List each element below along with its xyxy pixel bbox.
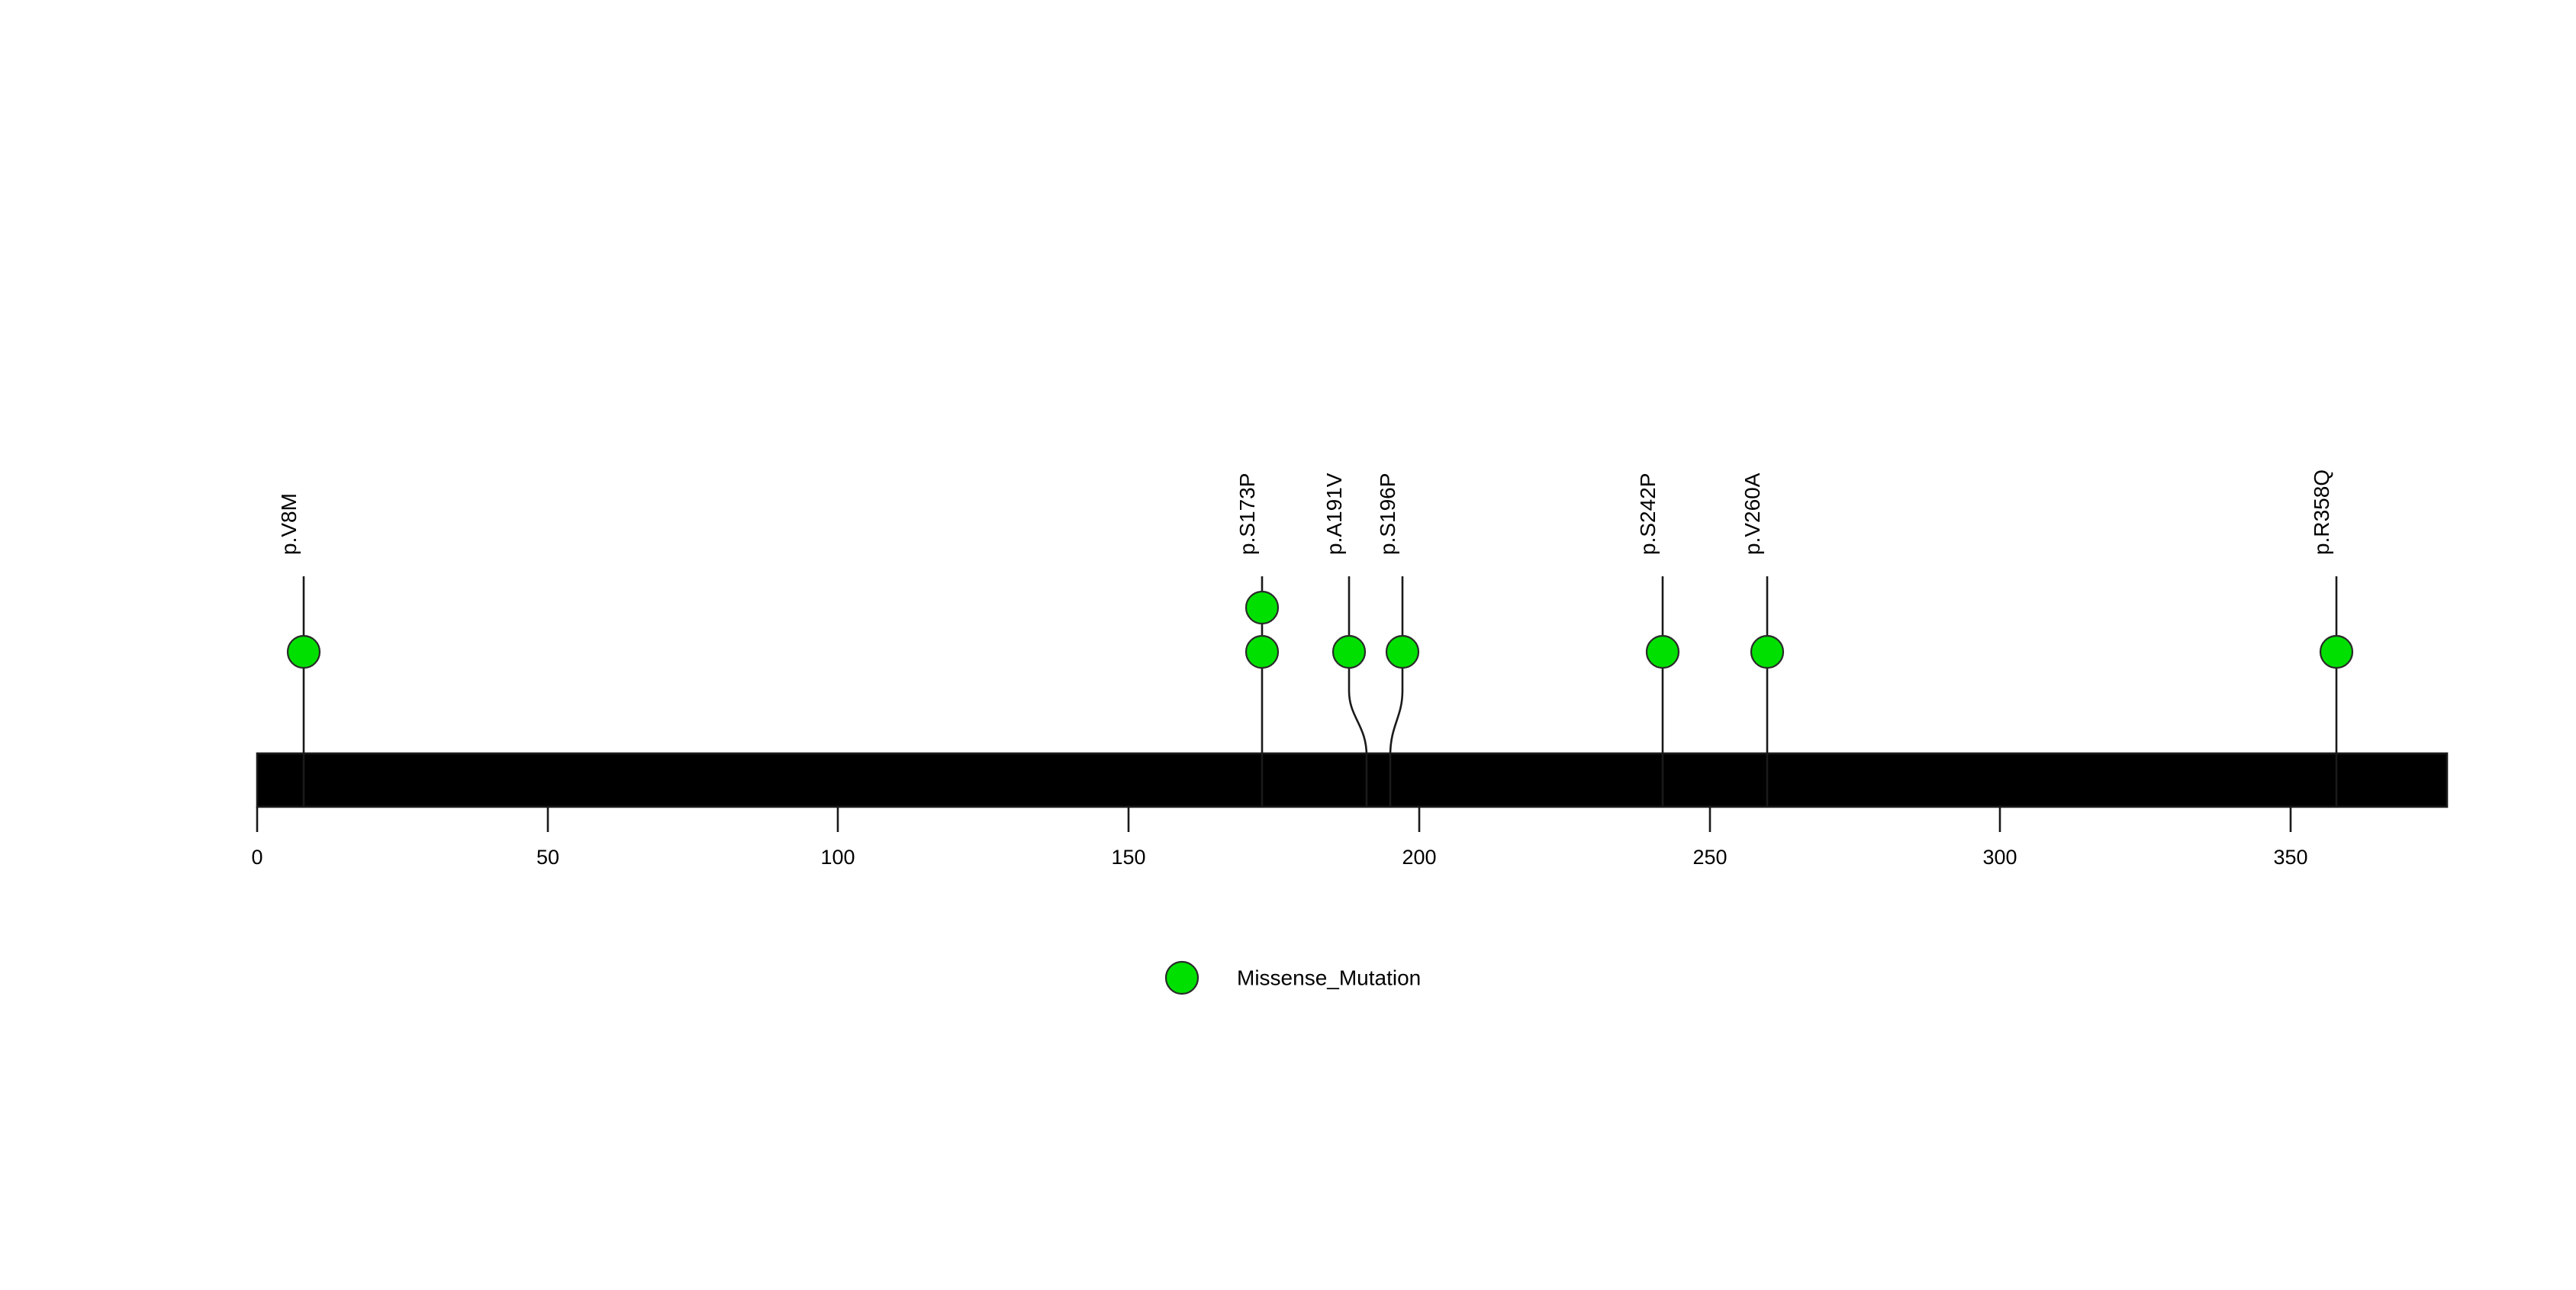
axis-tick-label-100: 100	[820, 846, 855, 869]
axis-tick-group	[256, 807, 2292, 832]
x-axis: 0 50 100 150 200 250 300 350	[251, 807, 2308, 869]
protein-domain-track	[256, 752, 2449, 808]
lollipop-p-R358Q[interactable]: p.R358Q	[2310, 469, 2354, 807]
lollipop-node-p-S196P-1[interactable]	[1385, 634, 1420, 669]
lollipop-node-p-R358Q-1[interactable]	[2319, 634, 2354, 669]
axis-tick-label-0: 0	[251, 846, 262, 869]
axis-tick-label-350: 350	[2273, 846, 2307, 869]
axis-tick-label-250: 250	[1692, 846, 1727, 869]
lollipop-label-p-V260A: p.V260A	[1740, 472, 1764, 555]
lollipop-p-S196P[interactable]: p.S196P	[1376, 473, 1420, 807]
legend: Missense_Mutation	[1164, 960, 1421, 995]
lollipop-node-p-S173P-1[interactable]	[1245, 634, 1280, 669]
axis-tick-label-150: 150	[1111, 846, 1145, 869]
lollipop-label-p-S173P: p.S173P	[1235, 473, 1259, 555]
lollipop-stem-p-S196P	[1389, 576, 1404, 807]
lollipop-p-V260A[interactable]: p.V260A	[1740, 472, 1785, 807]
legend-label-missense-mutation: Missense_Mutation	[1237, 966, 1421, 989]
lollipop-p-A191V[interactable]: p.A191V	[1322, 472, 1368, 807]
lollipop-p-S242P[interactable]: p.S242P	[1636, 473, 1680, 807]
domain-bar[interactable]	[256, 752, 2449, 808]
lollipop-label-p-R358Q: p.R358Q	[2310, 469, 2333, 555]
lollipop-p-S173P[interactable]: p.S173P	[1235, 473, 1280, 807]
lollipop-node-p-A191V-1[interactable]	[1331, 634, 1367, 669]
lollipop-p-V8M[interactable]: p.V8M	[277, 493, 321, 807]
lollipop-label-p-A191V: p.A191V	[1322, 472, 1346, 555]
axis-tick-label-50: 50	[536, 846, 559, 869]
lollipop-group: p.V8M p.S173P p.A191V p.S196P	[277, 469, 2354, 807]
lollipop-node-p-V8M-1[interactable]	[286, 634, 321, 669]
lollipop-label-p-S242P: p.S242P	[1636, 473, 1660, 555]
lollipop-label-p-S196P: p.S196P	[1376, 473, 1399, 555]
legend-marker-missense-mutation[interactable]	[1164, 960, 1199, 995]
axis-tick-label-300: 300	[1982, 846, 2017, 869]
lollipop-node-p-S242P-1[interactable]	[1645, 634, 1680, 669]
axis-tick-label-group: 0 50 100 150 200 250 300 350	[251, 846, 2307, 869]
lollipop-label-p-V8M: p.V8M	[277, 493, 301, 555]
lollipop-node-p-S173P-2[interactable]	[1245, 590, 1280, 625]
lollipop-node-p-V260A-1[interactable]	[1750, 634, 1785, 669]
lollipop-stem-p-A191V	[1348, 576, 1368, 807]
axis-tick-label-200: 200	[1402, 846, 1436, 869]
